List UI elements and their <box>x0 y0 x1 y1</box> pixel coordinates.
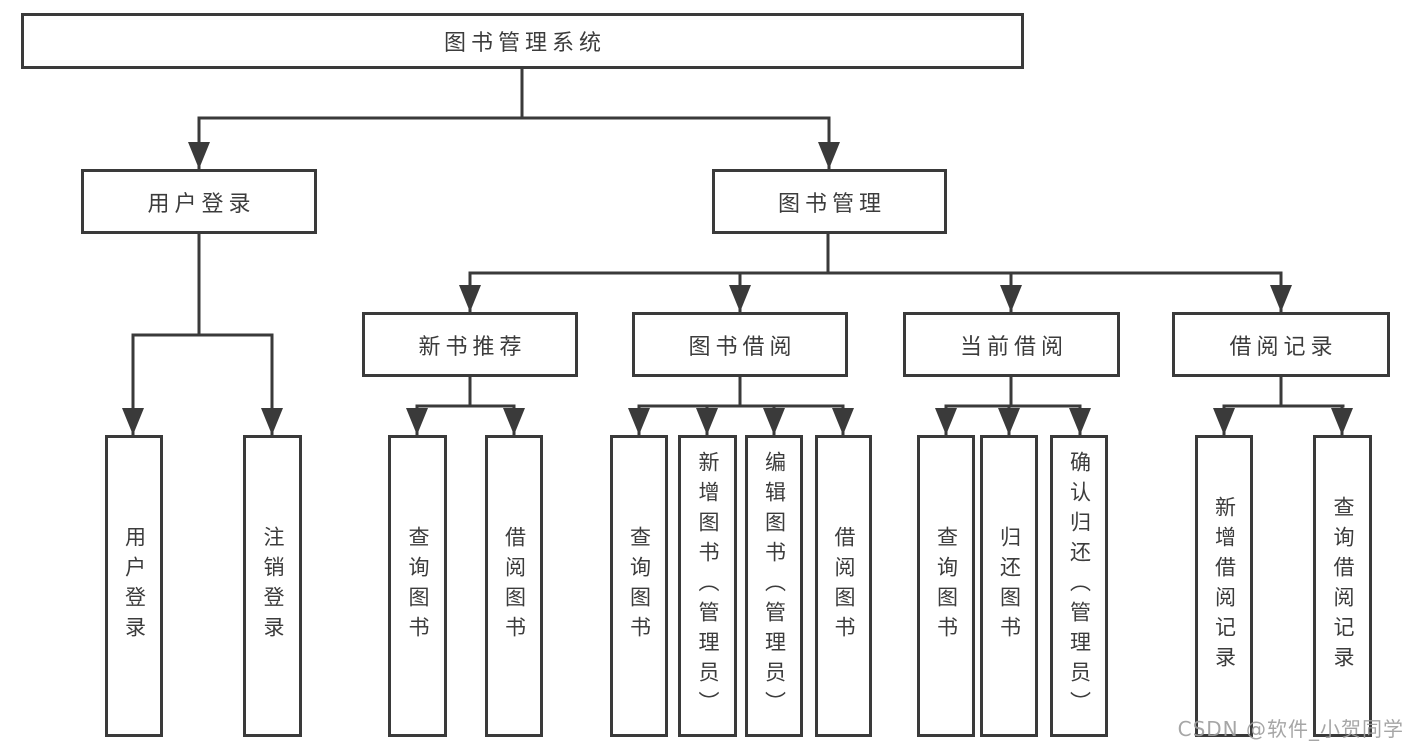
node-user-login: 用户登录 <box>81 169 317 234</box>
node-library-management-system: 图书管理系统 <box>21 13 1024 69</box>
leaf-user-login: 用户登录 <box>105 435 163 737</box>
leaf-query-borrow-record: 查询借阅记录 <box>1313 435 1372 737</box>
leaf-query-book-under-borrow: 查询图书 <box>610 435 668 737</box>
leaf-logout: 注销登录 <box>243 435 302 737</box>
node-book-borrow: 图书借阅 <box>632 312 848 377</box>
leaf-query-book-under-current: 查询图书 <box>917 435 975 737</box>
leaf-confirm-return-admin: 确认归还（管理员） <box>1050 435 1108 737</box>
leaf-add-book-admin: 新增图书（管理员） <box>678 435 737 737</box>
node-new-book-recommend: 新书推荐 <box>362 312 578 377</box>
node-book-management: 图书管理 <box>712 169 947 234</box>
csdn-watermark: CSDN @软件_小贺同学 <box>1177 717 1404 741</box>
leaf-borrow-book-under-borrow: 借阅图书 <box>815 435 872 737</box>
leaf-edit-book-admin: 编辑图书（管理员） <box>745 435 803 737</box>
leaf-borrow-book-under-recommend: 借阅图书 <box>485 435 543 737</box>
leaf-return-book: 归还图书 <box>980 435 1038 737</box>
node-current-borrow: 当前借阅 <box>903 312 1120 377</box>
leaf-add-borrow-record: 新增借阅记录 <box>1195 435 1253 737</box>
leaf-query-book-under-recommend: 查询图书 <box>388 435 447 737</box>
node-borrow-record: 借阅记录 <box>1172 312 1390 377</box>
